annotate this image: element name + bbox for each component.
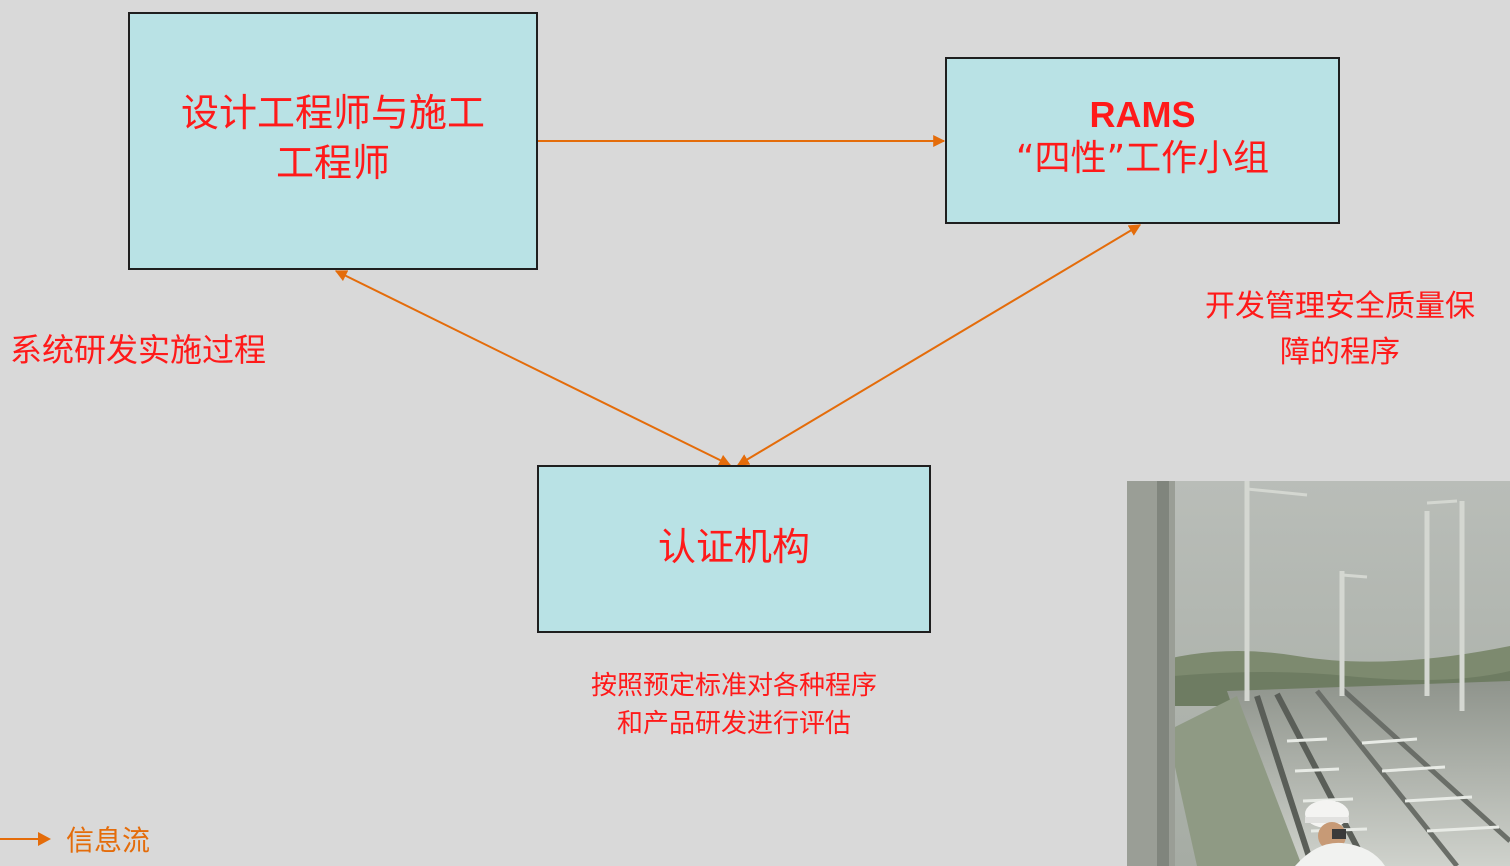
legend: 信息流: [0, 814, 150, 864]
node-design-construction-engineers: 设计工程师与施工 工程师: [128, 12, 538, 270]
label-evaluation-by-standards: 按照预定标准对各种程序 和产品研发进行评估: [540, 667, 928, 743]
node-certification-body: 认证机构: [537, 465, 931, 633]
node-design-line1: 设计工程师与施工: [180, 91, 485, 135]
node-rams-working-group: RAMS “四性”工作小组: [945, 57, 1340, 224]
node-design-line2: 工程师: [275, 141, 390, 185]
label-right-line2: 障的程序: [1280, 335, 1400, 370]
arrow-rams-cert: [736, 224, 1142, 466]
label-bottom-line1: 按照预定标准对各种程序: [590, 671, 877, 701]
node-cert-label: 认证机构: [657, 524, 810, 569]
label-safety-quality-procedures: 开发管理安全质量保 障的程序: [1170, 284, 1510, 376]
node-rams-subtitle: “四性”工作小组: [1015, 137, 1270, 179]
node-rams-title: RAMS: [1089, 93, 1196, 135]
legend-label: 信息流: [66, 824, 151, 857]
railway-photo-graphic: [1127, 481, 1510, 866]
arrow-design-cert: [334, 270, 732, 466]
arrow-right-icon: [0, 832, 51, 846]
railway-inspection-photo: [1127, 481, 1510, 866]
label-right-line1: 开发管理安全质量保: [1205, 289, 1475, 324]
label-bottom-line2: 和产品研发进行评估: [616, 709, 851, 739]
label-system-development-process: 系统研发实施过程: [10, 331, 267, 369]
